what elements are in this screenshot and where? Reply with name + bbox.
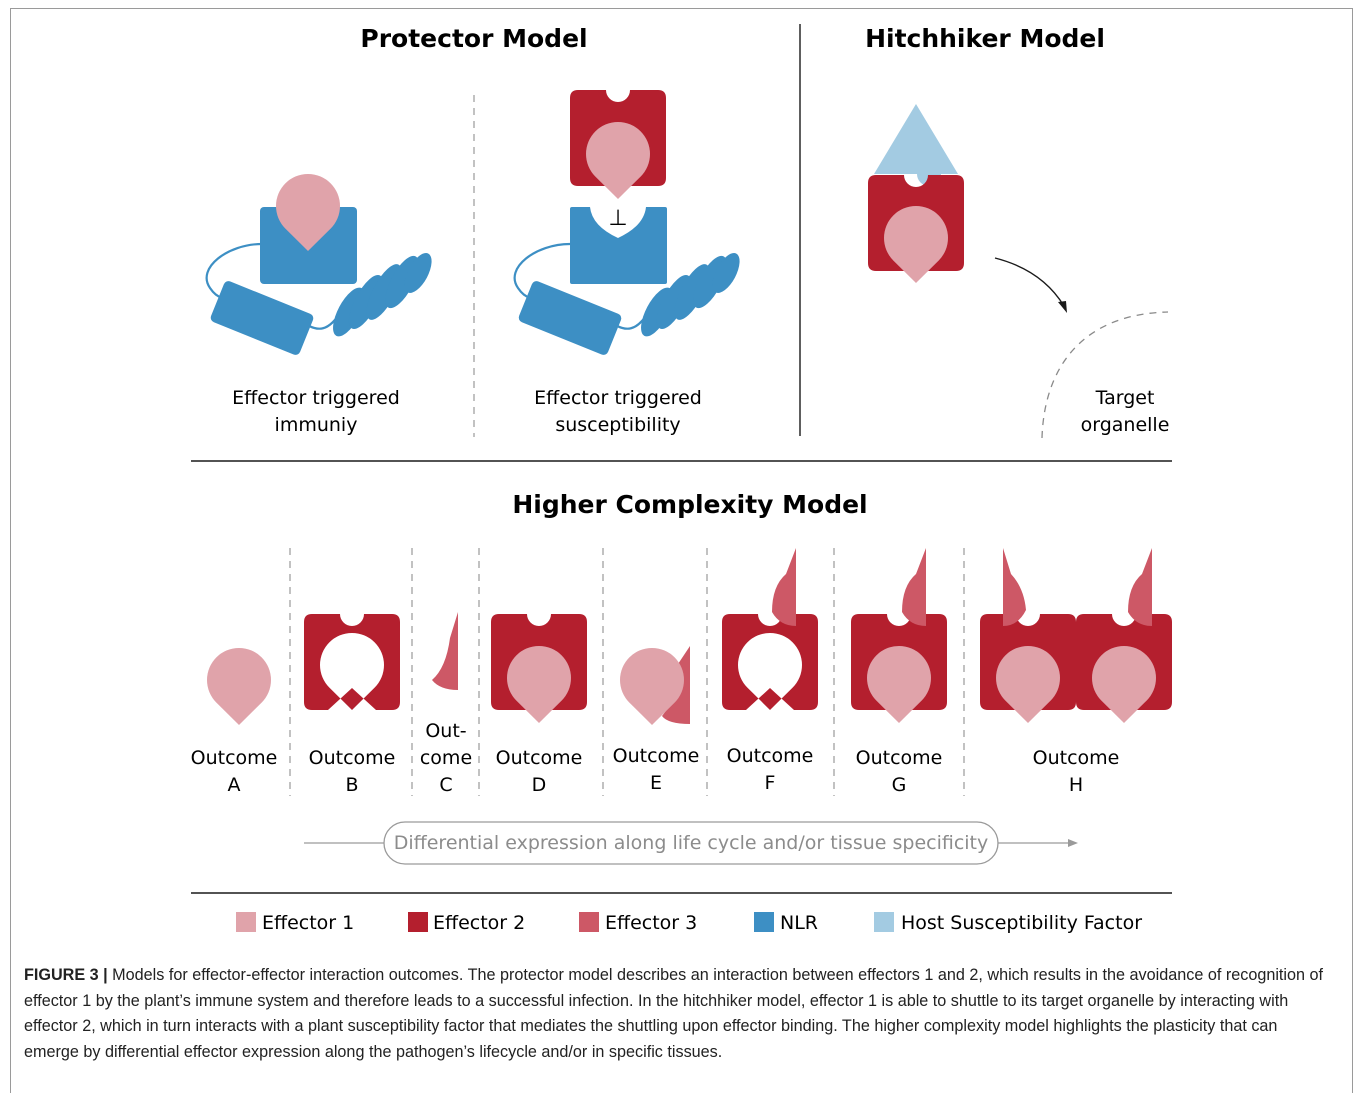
- expression-label: Differential expression along life cycle…: [394, 832, 989, 854]
- effector1-ets: [586, 121, 650, 199]
- caption-label: FIGURE 3 |: [24, 966, 108, 984]
- outcome-a-line2: A: [228, 774, 241, 796]
- eti-label-line1: Effector triggered: [232, 387, 400, 409]
- legend-swatch-effector1: [236, 912, 256, 932]
- outcome-f-line1: Outcome: [727, 745, 814, 767]
- outcome-c-line2: come: [420, 747, 472, 769]
- outcome-e-line2: E: [650, 772, 662, 794]
- outcome-g-effector1: [867, 645, 931, 723]
- ets-label-line1: Effector triggered: [534, 387, 702, 409]
- outcome-h-line1: Outcome: [1033, 747, 1120, 769]
- outcome-d-line1: Outcome: [496, 747, 583, 769]
- outcome-f-effector2: [722, 614, 818, 710]
- legend-swatch-nlr: [754, 912, 774, 932]
- legend-label-host-factor: Host Susceptibility Factor: [901, 912, 1142, 934]
- figure-diagram: Protector Model Hitchhiker Model Effecto…: [191, 24, 1172, 934]
- eti-label-line2: immuniy: [275, 414, 358, 436]
- outcome-b-effector2: [304, 614, 400, 710]
- block-symbol: ⊥: [608, 206, 627, 231]
- effector1-hitchhiker: [884, 205, 948, 283]
- legend-label-effector2: Effector 2: [433, 912, 525, 934]
- target-label-line2: organelle: [1081, 414, 1170, 436]
- outcome-c-effector3: [432, 612, 458, 690]
- legend: Effector 1 Effector 2 Effector 3 NLR Hos…: [236, 912, 1142, 934]
- outcome-dividers: [289, 548, 965, 796]
- outcome-g-line2: G: [892, 774, 907, 796]
- target-organelle: [1041, 311, 1169, 439]
- outcome-h-effector3-right: [1128, 548, 1152, 626]
- outcome-c-line1: Out-: [425, 720, 466, 742]
- outcome-d-line2: D: [532, 774, 547, 796]
- nlr-ets: [513, 207, 740, 355]
- outcome-b-line1: Outcome: [309, 747, 396, 769]
- figure-frame: [10, 8, 1353, 1093]
- caption-text: Models for effector-effector interaction…: [24, 966, 1324, 1061]
- outcome-a-line1: Outcome: [191, 747, 278, 769]
- hitchhiker-title: Hitchhiker Model: [865, 24, 1105, 53]
- outcome-b-line2: B: [345, 774, 358, 796]
- legend-label-effector1: Effector 1: [262, 912, 354, 934]
- expression-arrow: [304, 821, 1078, 865]
- outcome-h-effector3-left: [1003, 548, 1026, 626]
- outcome-h-effector1-left: [996, 645, 1060, 723]
- outcome-f-effector3: [772, 548, 796, 626]
- outcome-h-effector1-right: [1092, 645, 1156, 723]
- outcome-d-effector1: [507, 645, 571, 723]
- outcome-h-line2: H: [1069, 774, 1083, 796]
- figure-caption: FIGURE 3 | Models for effector-effector …: [24, 963, 1334, 1065]
- legend-swatch-host-factor: [874, 912, 894, 932]
- legend-swatch-effector3: [579, 912, 599, 932]
- host-susceptibility-factor: [874, 104, 958, 186]
- legend-label-nlr: NLR: [780, 912, 818, 934]
- outcome-g-effector3: [902, 548, 926, 626]
- outcome-g-line1: Outcome: [856, 747, 943, 769]
- outcome-a-effector1: [207, 647, 271, 725]
- legend-swatch-effector2: [408, 912, 428, 932]
- shuttle-arrow: [994, 257, 1065, 307]
- ets-label-line2: susceptibility: [555, 414, 680, 436]
- legend-label-effector3: Effector 3: [605, 912, 697, 934]
- outcome-c-line3: C: [439, 774, 452, 796]
- higher-title: Higher Complexity Model: [512, 490, 867, 519]
- shuttle-arrowhead: [1058, 301, 1067, 313]
- outcome-f-line2: F: [765, 772, 776, 794]
- outcome-e-line1: Outcome: [613, 745, 700, 767]
- protector-title: Protector Model: [360, 24, 587, 53]
- target-label-line1: Target: [1095, 387, 1155, 409]
